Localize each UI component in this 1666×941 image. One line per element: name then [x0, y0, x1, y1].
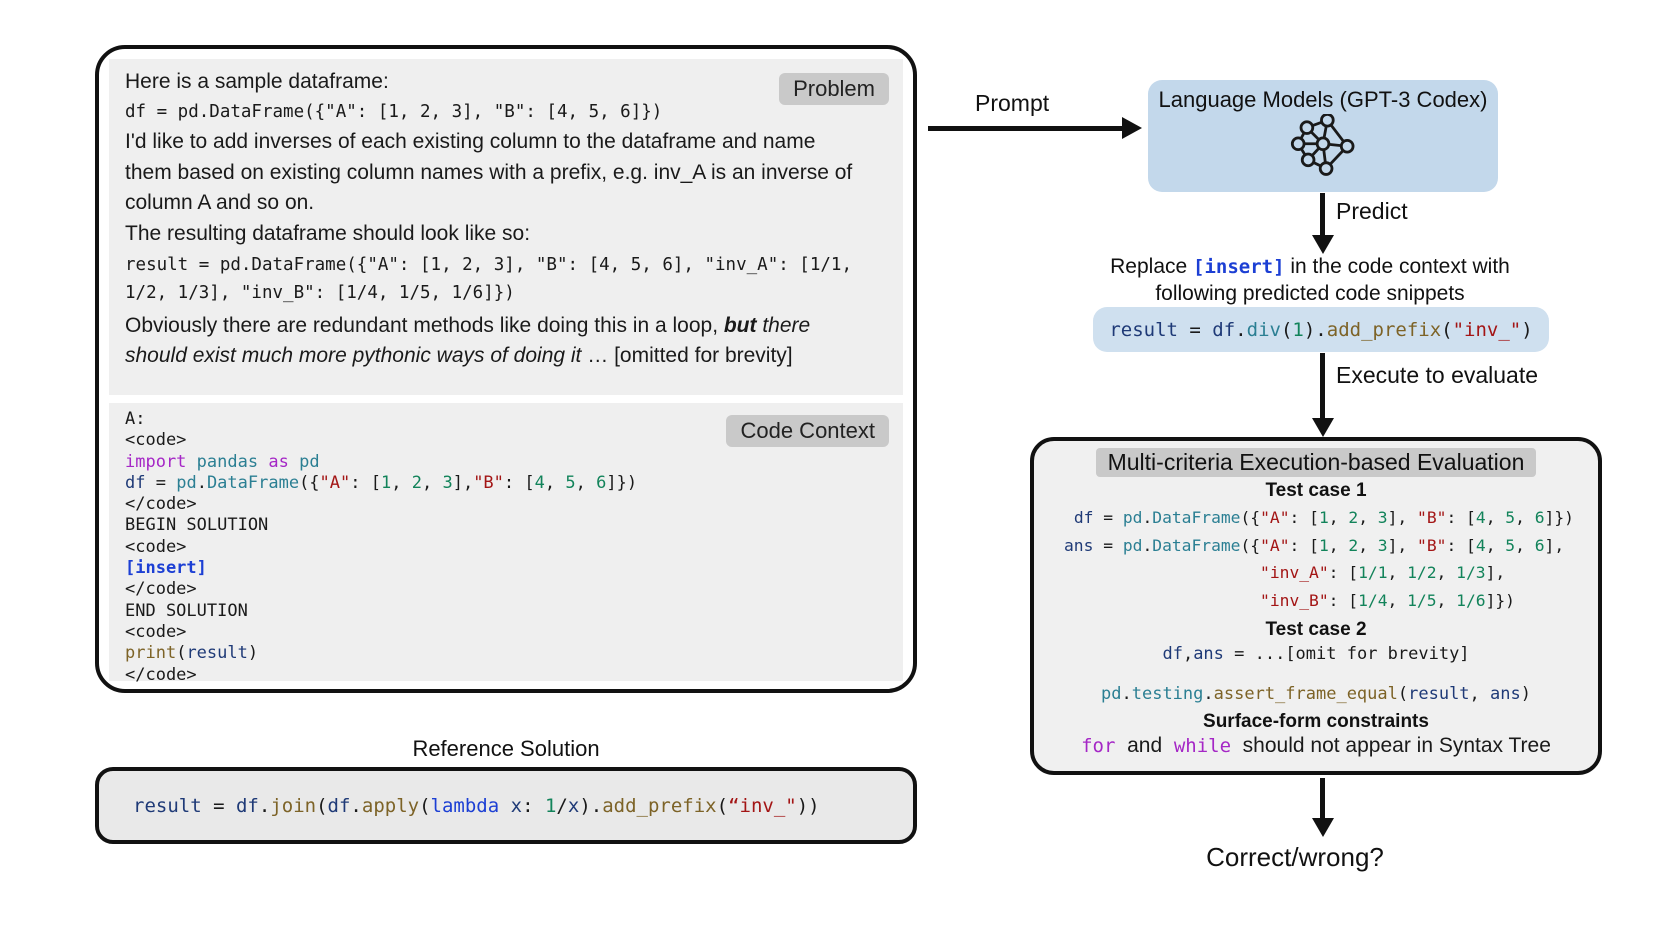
surface-constraints-label: Surface-form constraints [1203, 711, 1429, 732]
prompt-label: Prompt [975, 90, 1050, 116]
arrow-down-icon [1312, 235, 1334, 254]
reference-solution-code: result = df.join(df.apply(lambda x: 1/x)… [133, 794, 820, 817]
neural-network-icon [1290, 112, 1355, 176]
problem-result-code: result = pd.DataFrame({"A": [1, 2, 3], "… [125, 254, 852, 303]
surface-constraints-line: for and while should not appear in Synta… [1081, 734, 1551, 757]
replace-instruction-text: Replace [insert] in the code context wit… [1110, 255, 1510, 305]
problem-and-context-box: Problem Here is a sample dataframe: df =… [95, 45, 917, 693]
assert-frame-equal-line: pd.testing.assert_frame_equal(result, an… [1101, 684, 1531, 704]
problem-remark: Obviously there are redundant methods li… [125, 313, 811, 368]
predict-label: Predict [1336, 198, 1408, 224]
code-context-badge: Code Context [726, 415, 889, 447]
correct-wrong-label: Correct/wrong? [1206, 842, 1384, 872]
problem-result-intro: The resulting dataframe should look like… [125, 221, 531, 245]
arrow-down-icon [1312, 418, 1334, 437]
test-case-1-label: Test case 1 [1265, 480, 1367, 501]
predicted-snippet-code: result = df.div(1).add_prefix("inv_") [1109, 318, 1533, 341]
code-context-panel: Code Context A:<code>import pandas as pd… [109, 403, 903, 685]
problem-sample-code: df = pd.DataFrame({"A": [1, 2, 3], "B": … [125, 102, 663, 122]
language-models-title: Language Models (GPT-3 Codex) [1158, 87, 1488, 112]
arrow-right-icon [1122, 117, 1142, 139]
problem-intro-text: Here is a sample dataframe: [125, 70, 389, 93]
test-case-1-code: df = pd.DataFrame({"A": [1, 2, 3], "B": … [1064, 508, 1574, 610]
execute-label: Execute to evaluate [1336, 362, 1539, 388]
evaluation-box: Multi-criteria Execution-based Evaluatio… [1030, 437, 1602, 775]
problem-description: I'd like to add inverses of each existin… [125, 130, 853, 214]
problem-panel: Problem Here is a sample dataframe: df =… [109, 59, 903, 395]
test-case-2-code: df,ans = ...[omit for brevity] [1162, 644, 1470, 664]
language-models-box: Language Models (GPT-3 Codex) [1148, 80, 1498, 192]
test-case-2-label: Test case 2 [1265, 619, 1367, 640]
reference-solution-box: result = df.join(df.apply(lambda x: 1/x)… [95, 767, 917, 844]
problem-badge: Problem [779, 73, 889, 105]
predicted-snippet-box: result = df.div(1).add_prefix("inv_") [1093, 307, 1549, 352]
reference-solution-label: Reference Solution [412, 736, 600, 761]
arrow-down-icon [1312, 818, 1334, 837]
evaluation-title-badge: Multi-criteria Execution-based Evaluatio… [1095, 448, 1537, 477]
